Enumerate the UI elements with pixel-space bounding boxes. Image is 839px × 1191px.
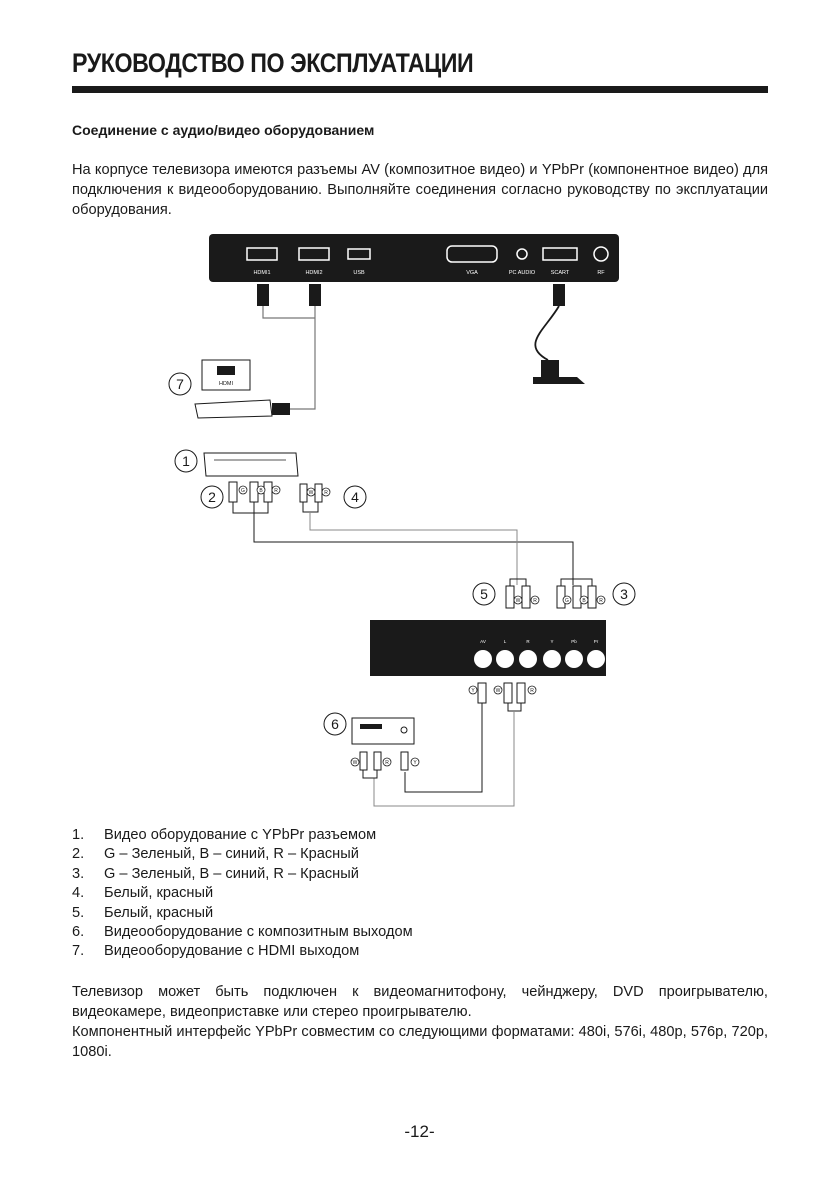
ypbpr-device bbox=[203, 452, 299, 477]
plug-letters: G B R W R W R G B R Y W R W R Y bbox=[238, 485, 606, 767]
legend-number: 4. bbox=[72, 885, 85, 902]
pr-jack bbox=[587, 650, 605, 668]
legend-number: 1. bbox=[72, 827, 85, 843]
plug-letter-r: R bbox=[324, 490, 328, 496]
legend-number: 6. bbox=[72, 924, 85, 941]
formats-paragraph: Компонентный интерфейс YPbPr совместим с… bbox=[72, 1024, 768, 1060]
jack-label-l: L bbox=[504, 639, 507, 644]
plug-letter-r: R bbox=[533, 598, 537, 604]
plug-letter-w: W bbox=[496, 688, 501, 694]
y-jack bbox=[543, 650, 561, 668]
hdmi-cable bbox=[257, 284, 321, 415]
port-label-pc-audio: PC AUDIO bbox=[509, 270, 536, 276]
callout-2: 2 bbox=[208, 489, 216, 505]
l-jack bbox=[496, 650, 514, 668]
plug-letter-g: G bbox=[241, 488, 245, 494]
port-label-scart: SCART bbox=[551, 270, 570, 276]
r-jack bbox=[519, 650, 537, 668]
pc-audio-port bbox=[516, 248, 528, 260]
legend-item: 2. G – Зеленый, B – синий, R – Красный bbox=[72, 845, 413, 864]
hdmi1-port bbox=[246, 247, 278, 261]
section-heading: Соединение с аудио/видео оборудованием bbox=[72, 122, 375, 138]
composite-cable bbox=[373, 682, 526, 807]
legend-text: Видеооборудование с композитным выходом bbox=[104, 924, 413, 941]
plug-letter-y: Y bbox=[413, 760, 417, 766]
port-label-rf: RF bbox=[597, 270, 605, 276]
legend-number: 5. bbox=[72, 904, 85, 921]
callout-5: 5 bbox=[480, 586, 488, 602]
legend-text: Белый, красный bbox=[104, 885, 214, 902]
rf-port bbox=[593, 246, 609, 262]
audio-plugs-device bbox=[299, 483, 518, 585]
plug-letter-w: W bbox=[309, 490, 314, 496]
composite-device bbox=[351, 717, 415, 779]
usb-port bbox=[347, 248, 371, 260]
page-title: РУКОВОДСТВО ПО ЭКСПЛУАТАЦИИ bbox=[72, 48, 474, 78]
jack-label-r: R bbox=[526, 639, 530, 644]
callout-7: 7 bbox=[176, 376, 184, 392]
callout-1: 1 bbox=[182, 453, 190, 469]
legend-text: G – Зеленый, B – синий, R – Красный bbox=[104, 865, 359, 882]
plug-letter-g: G bbox=[565, 598, 569, 604]
plug-letter-w: W bbox=[516, 598, 521, 604]
port-label-hdmi2: HDMI2 bbox=[305, 270, 322, 276]
legend-text: Видеооборудование с HDMI выходом bbox=[104, 943, 360, 960]
port-label-vga: VGA bbox=[466, 270, 478, 276]
legend-list: 1. Видео оборудование с YPbPr разъемом 2.… bbox=[72, 826, 413, 962]
legend-item: 1. Видео оборудование с YPbPr разъемом bbox=[72, 826, 413, 845]
legend-text: Белый, красный bbox=[104, 904, 214, 921]
pb-jack bbox=[565, 650, 583, 668]
tv-side-panel: AV L R Y Pb Pr bbox=[370, 620, 606, 676]
plug-letter-y: Y bbox=[471, 688, 475, 694]
plug-letter-r: R bbox=[274, 488, 278, 494]
jack-label-y: Y bbox=[550, 639, 553, 644]
legend-item: 7. Видеооборудование с HDMI выходом bbox=[72, 942, 413, 961]
callout-6: 6 bbox=[331, 716, 339, 732]
scart-cable bbox=[533, 284, 585, 384]
legend-text: Видео оборудование с YPbPr разъемом bbox=[104, 827, 377, 843]
vga-port bbox=[446, 245, 498, 263]
legend-item: 6. Видеооборудование с композитным выходо… bbox=[72, 923, 413, 942]
plug-letter-r: R bbox=[599, 598, 603, 604]
jack-label-av: AV bbox=[480, 639, 486, 644]
legend-number: 3. bbox=[72, 865, 85, 882]
page-number: -12- bbox=[404, 1122, 435, 1141]
compatibility-paragraph: Телевизор может быть подключен к видеома… bbox=[72, 984, 768, 1020]
tv-rear-panel: HDMI1 HDMI2 USB VGA PC AUDIO SCART RF bbox=[209, 234, 619, 282]
legend-number: 7. bbox=[72, 943, 85, 960]
legend-text: G – Зеленый, B – синий, R – Красный bbox=[104, 846, 359, 863]
scart-port bbox=[542, 247, 578, 261]
title-rule bbox=[72, 86, 768, 93]
plug-letter-b: B bbox=[582, 598, 586, 604]
intro-paragraph: На корпусе телевизора имеются разъемы AV… bbox=[72, 162, 768, 218]
legend-item: 4. Белый, красный bbox=[72, 884, 413, 903]
component-plugs-device bbox=[228, 481, 574, 585]
plug-letter-r: R bbox=[385, 760, 389, 766]
hdmi-device: HDMI bbox=[194, 359, 273, 419]
plug-letter-b: B bbox=[259, 488, 263, 494]
plug-letter-r: R bbox=[530, 688, 534, 694]
callout-4: 4 bbox=[351, 489, 359, 505]
jack-label-pr: Pr bbox=[594, 639, 599, 644]
legend-item: 5. Белый, красный bbox=[72, 904, 413, 923]
plug-letter-w: W bbox=[353, 760, 358, 766]
legend-item: 3. G – Зеленый, B – синий, R – Красный bbox=[72, 865, 413, 884]
callout-3: 3 bbox=[620, 586, 628, 602]
port-label-usb: USB bbox=[353, 270, 365, 276]
hdmi-device-port-label: HDMI bbox=[219, 381, 234, 387]
hdmi2-port bbox=[298, 247, 330, 261]
callouts: 7 1 2 4 5 3 6 bbox=[168, 372, 636, 736]
jack-label-pb: Pb bbox=[571, 639, 577, 644]
av-jack bbox=[474, 650, 492, 668]
port-label-hdmi1: HDMI1 bbox=[253, 270, 270, 276]
legend-number: 2. bbox=[72, 846, 85, 863]
